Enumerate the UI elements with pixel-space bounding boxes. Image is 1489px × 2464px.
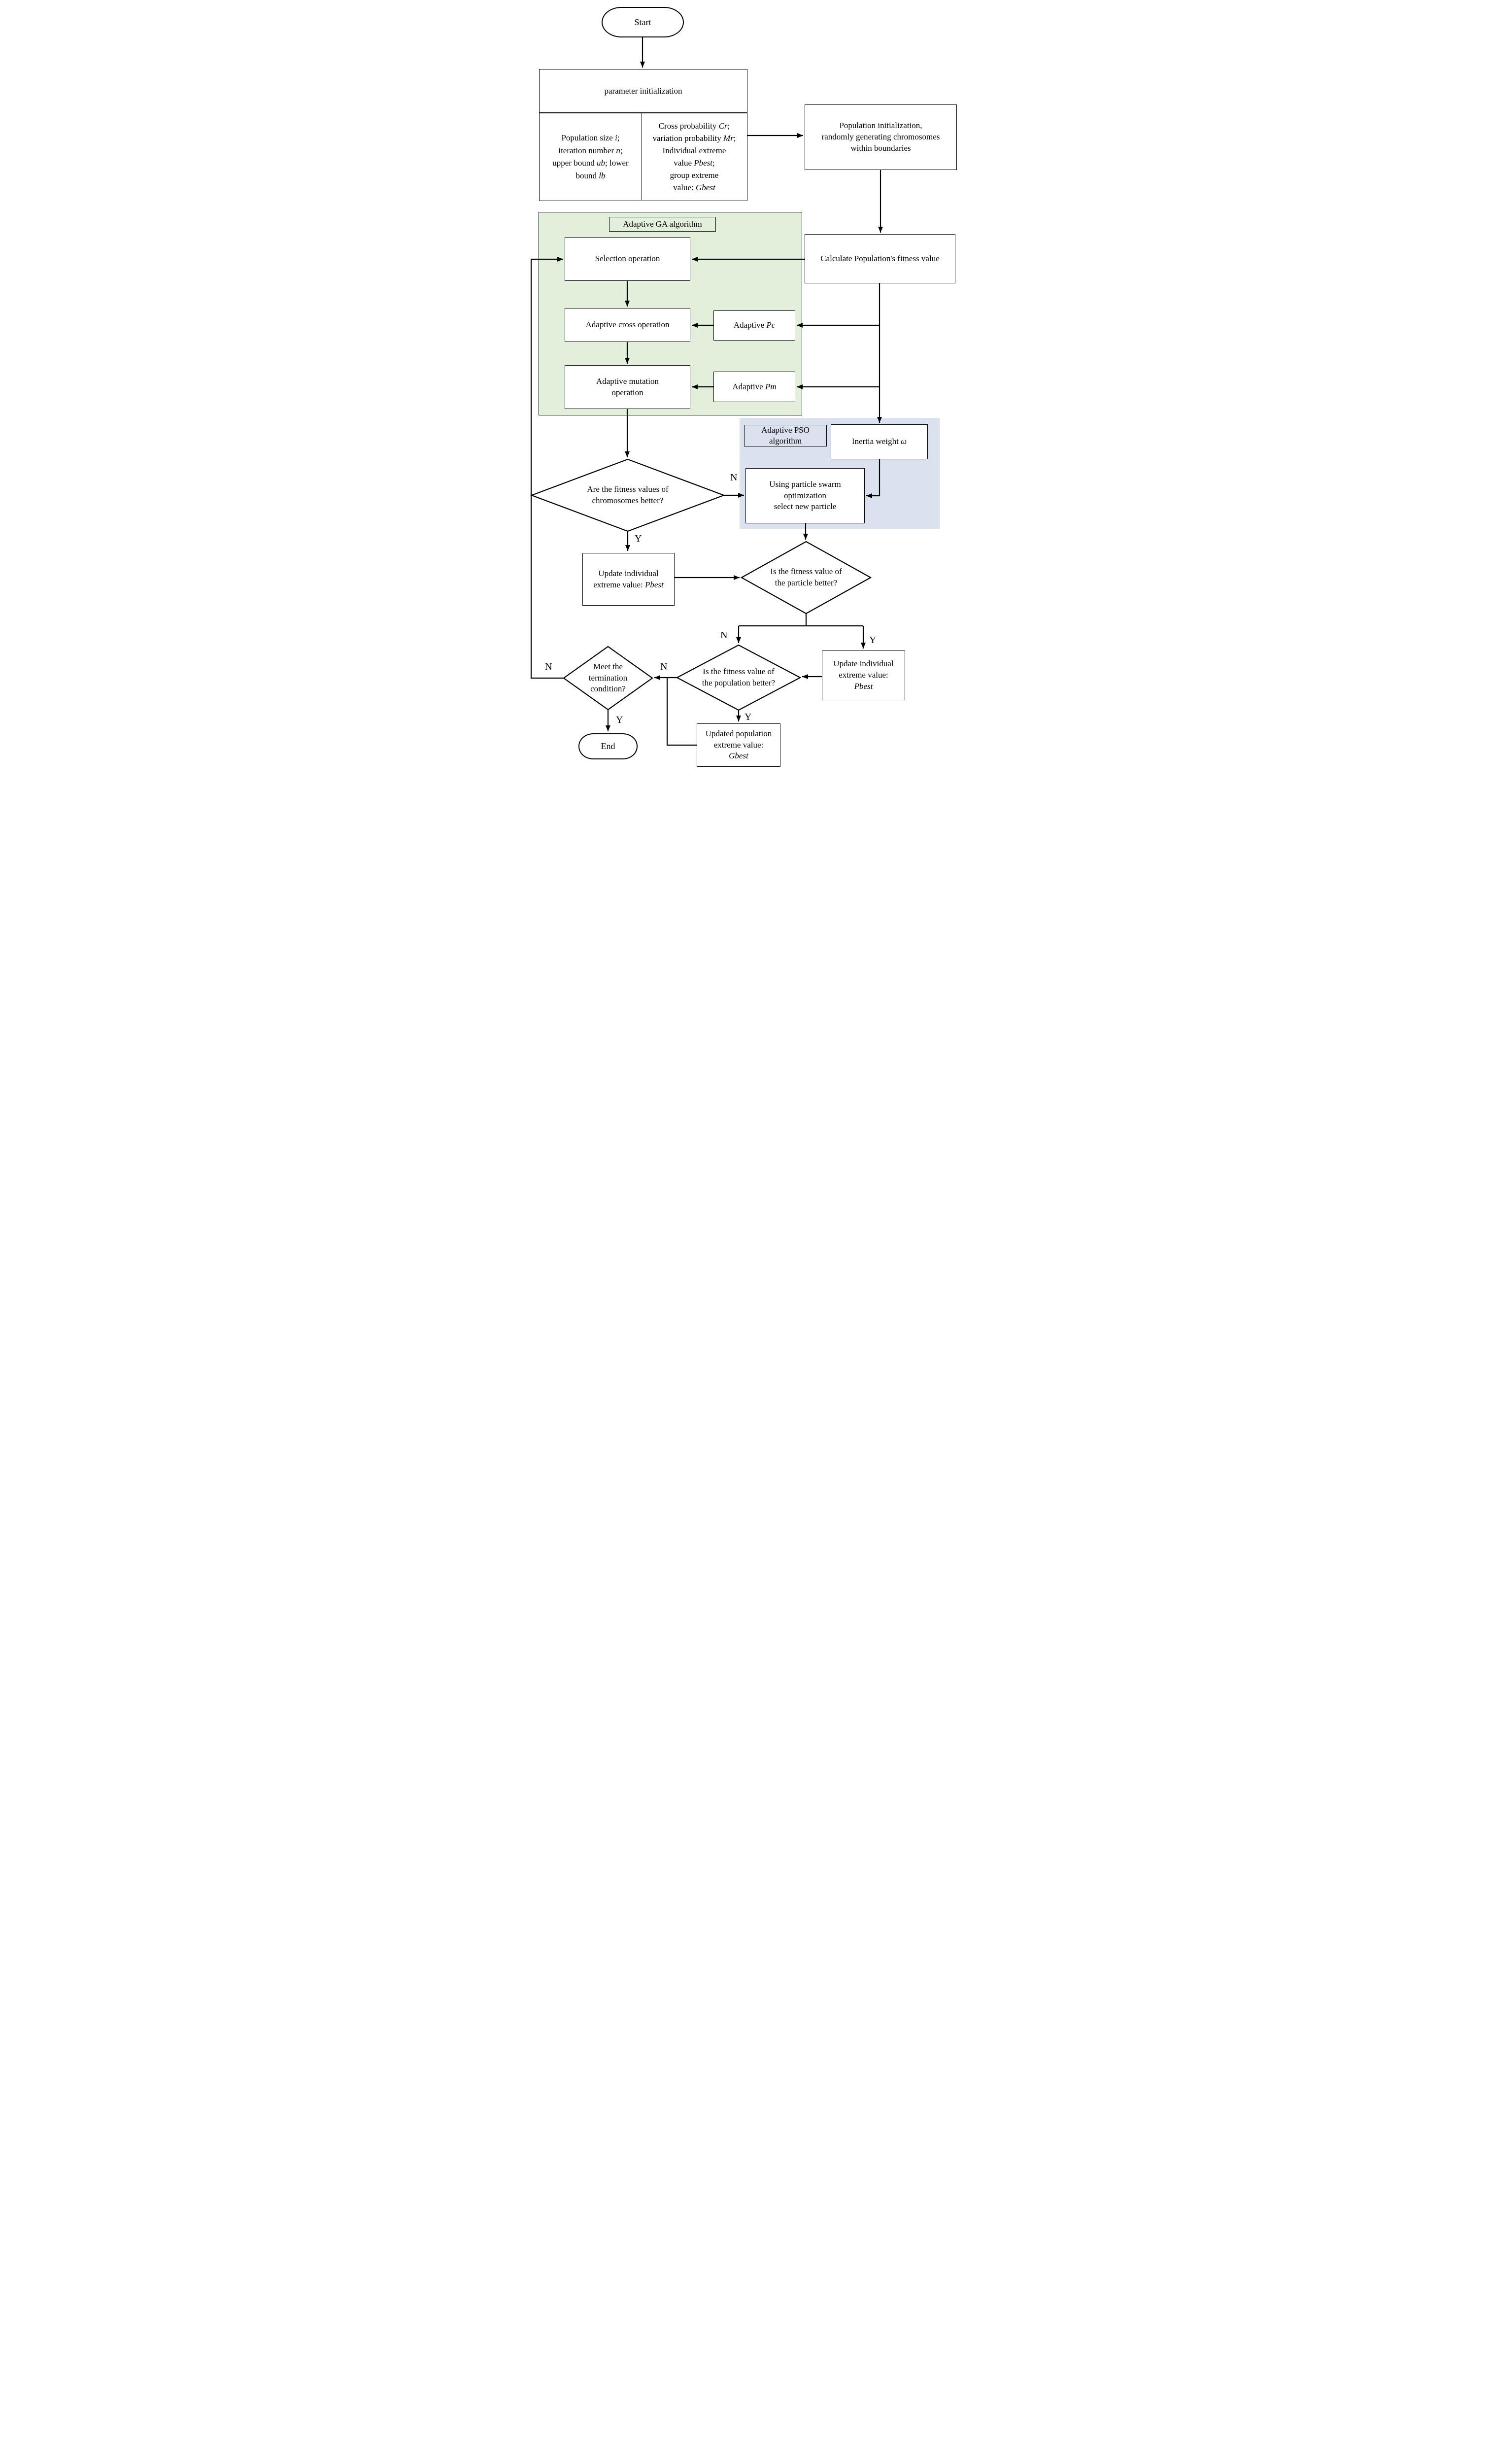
diamond-particle-text: Is the fitness value of the particle bet…	[770, 567, 842, 587]
update-pbest-left-box: Update individual extreme value: Pbest	[582, 553, 675, 606]
adaptive-pm-box: Adaptive Pm	[713, 372, 795, 402]
branch-label-population-no: N	[660, 661, 668, 672]
parameter-cell-left: Population size i; iteration number n; u…	[540, 113, 642, 200]
diamond-termination-condition	[563, 646, 653, 711]
diamond-particle-better	[740, 541, 872, 615]
diamond-chromosomes-text: Are the fitness values of chromosomes be…	[587, 484, 669, 505]
edge-termination-loop-to-selection	[530, 257, 564, 679]
calculate-fitness-box: Calculate Population's fitness value	[805, 234, 955, 283]
diamond-population-better	[676, 644, 802, 711]
branch-label-particle-no: N	[720, 630, 728, 641]
end-label: End	[601, 741, 615, 751]
edge-gbest-to-termination-merge	[666, 678, 697, 746]
updated-gbest-box: Updated population extreme value: Gbest	[697, 723, 780, 767]
adaptive-pso-label: Adaptive PSO algorithm	[744, 425, 827, 446]
end-terminator: End	[578, 733, 638, 759]
population-initialization-box: Population initialization, randomly gene…	[805, 104, 957, 170]
branch-label-population-yes: Y	[744, 712, 752, 722]
selection-operation-box: Selection operation	[565, 237, 690, 281]
flowchart-canvas: Start parameter initialization Populatio…	[521, 0, 968, 784]
parameter-cell-right: Cross probability Cr; variation probabil…	[652, 121, 736, 193]
adaptive-cross-box: Adaptive cross operation	[565, 308, 690, 342]
adaptive-pc-box: Adaptive Pc	[713, 310, 795, 341]
branch-label-termination-no: N	[545, 661, 552, 672]
using-particle-swarm-box: Using particle swarm optimization select…	[745, 468, 865, 523]
update-pbest-right-box: Update individual extreme value: Pbest	[822, 650, 905, 700]
adaptive-ga-label: Adaptive GA algorithm	[609, 217, 716, 232]
branch-label-termination-yes: Y	[616, 715, 623, 725]
start-label: Start	[634, 17, 651, 27]
parameter-initialization-box: parameter initialization Population size…	[539, 69, 747, 201]
connector-layer	[530, 37, 883, 746]
diamond-population-text: Is the fitness value of the population b…	[702, 667, 776, 687]
branch-label-chromosomes-no: N	[730, 472, 738, 483]
parameter-initialization-header: parameter initialization	[540, 69, 747, 113]
inertia-weight-box: Inertia weight ω	[831, 424, 928, 459]
diamond-chromosomes-better	[530, 458, 726, 532]
edge-inertia-to-using	[866, 459, 880, 498]
adaptive-mutation-box: Adaptive mutation operation	[565, 365, 690, 409]
start-terminator: Start	[602, 7, 684, 37]
branch-label-chromosomes-yes: Y	[635, 533, 642, 544]
branch-label-particle-yes: Y	[869, 635, 877, 646]
diamond-termination-text: Meet the termination condition?	[588, 661, 628, 694]
